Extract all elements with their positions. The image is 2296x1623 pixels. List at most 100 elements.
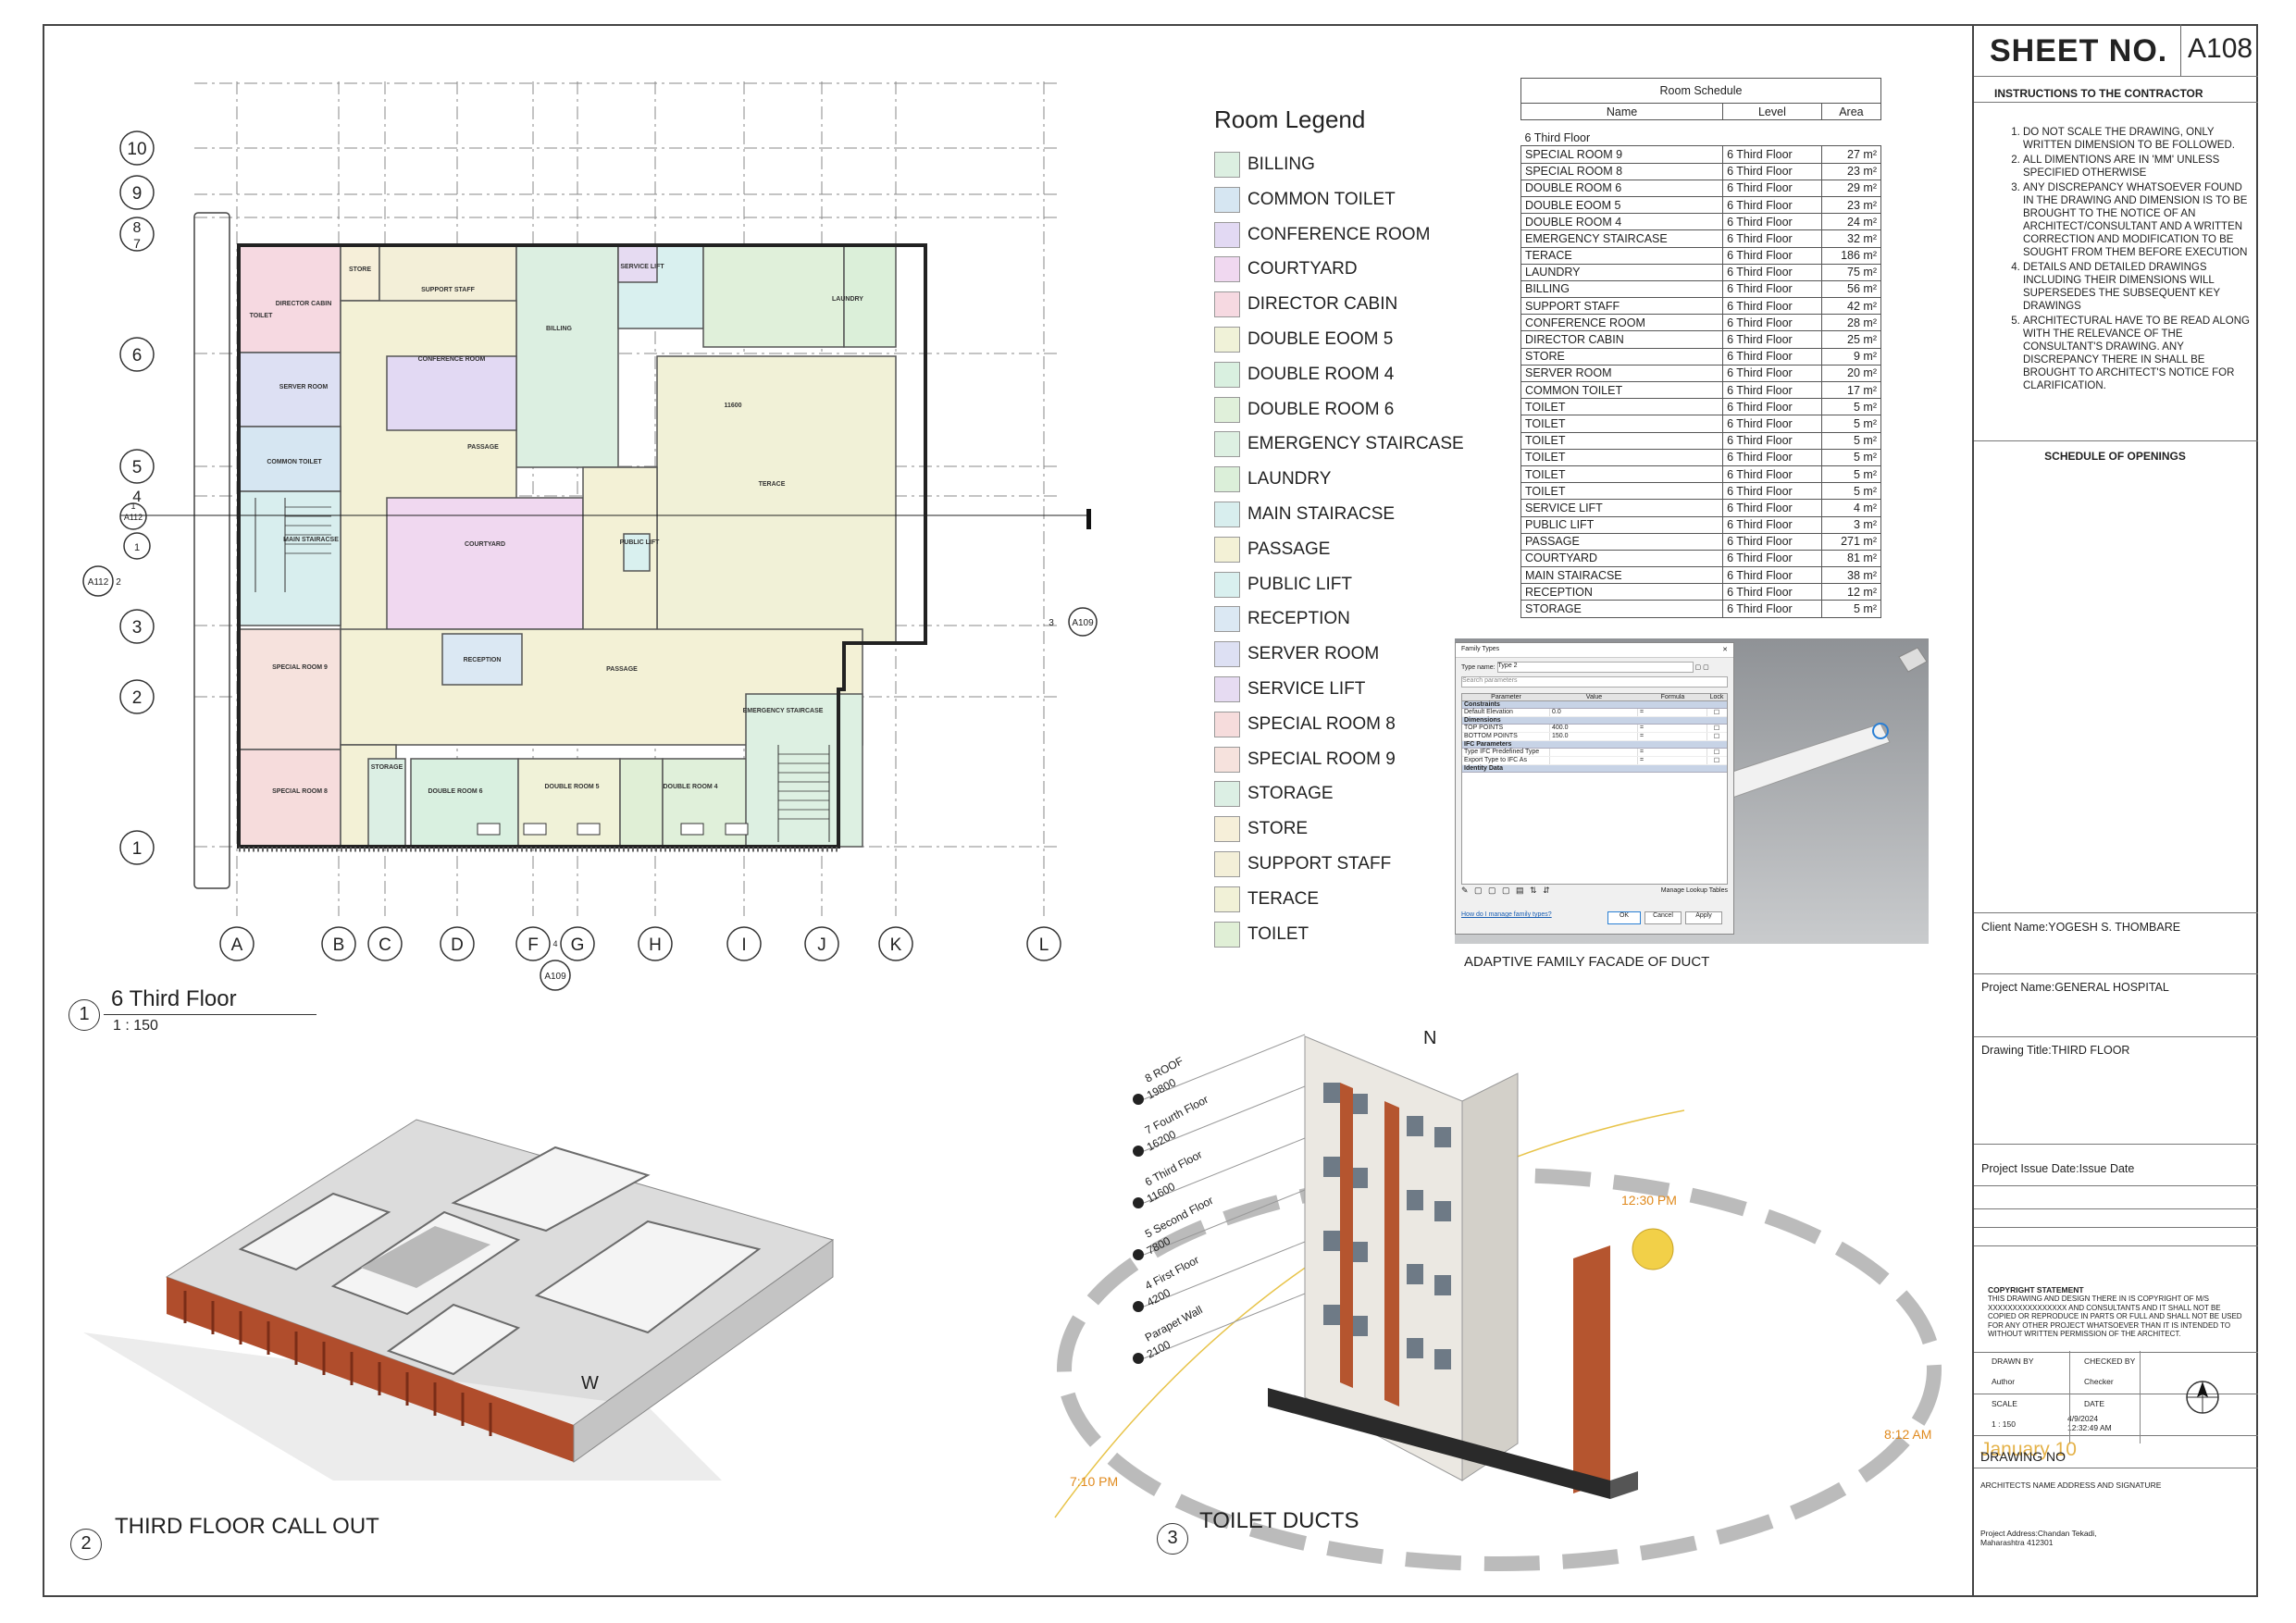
lock-checkbox[interactable]: ☐ — [1713, 734, 1720, 740]
schedule-cell-area: 5 m² — [1820, 448, 1882, 466]
grid-col-k: K — [890, 935, 902, 955]
schedule-cell-area: 4 m² — [1820, 499, 1882, 517]
legend-item: PUBLIC LIFT — [1214, 571, 1520, 600]
room-label-double6: DOUBLE ROOM 6 — [428, 788, 482, 795]
lock-checkbox[interactable]: ☐ — [1713, 758, 1720, 764]
level-name: 4 First Floor — [1143, 1253, 1201, 1292]
callout-a109[interactable]: A109 — [1072, 618, 1094, 628]
room-schedule: Room Schedule Name Level Area 6 Third Fl… — [1520, 78, 1882, 618]
schedule-cell-name: COMMON TOILET — [1520, 380, 1724, 400]
view2-title[interactable]: THIRD FLOOR CALL OUT — [115, 1514, 379, 1539]
parameter-formula[interactable]: = — [1638, 733, 1707, 740]
legend-label: SUPPORT STAFF — [1247, 854, 1392, 873]
architect-address: ARCHITECTS NAME ADDRESS AND SIGNATURE — [1980, 1481, 2162, 1490]
search-parameters-input[interactable]: Search parameters — [1461, 676, 1728, 688]
parameter-row[interactable]: Type IFC Predefined Type=☐ — [1462, 749, 1727, 757]
legend-swatch — [1214, 851, 1240, 877]
callout-a112[interactable]: A112 — [88, 577, 109, 588]
parameter-value[interactable] — [1550, 749, 1638, 756]
legend-swatch — [1214, 152, 1240, 178]
schedule-cell-level: 6 Third Floor — [1722, 532, 1822, 551]
parameter-row[interactable]: Export Type to IFC As=☐ — [1462, 757, 1727, 765]
parameter-formula[interactable]: = — [1638, 757, 1707, 764]
lock-checkbox[interactable]: ☐ — [1713, 725, 1720, 732]
callout-a112-top[interactable]: A112 — [124, 513, 143, 522]
dialog-toolbar-icons[interactable]: ✎ ▢ ▢ ▢ ▤ ⇅ ⇵ — [1461, 886, 1552, 895]
schedule-cell-name: STORAGE — [1520, 600, 1724, 618]
grid-col-c: C — [379, 935, 391, 955]
schedule-cell-name: SPECIAL ROOM 8 — [1520, 162, 1724, 180]
grid-col-i: I — [741, 935, 746, 955]
legend-label: EMERGENCY STAIRCASE — [1247, 434, 1464, 454]
legend-label: SPECIAL ROOM 9 — [1247, 749, 1396, 769]
manage-lookup-button[interactable]: Manage Lookup Tables — [1660, 887, 1728, 894]
rename-type-icon[interactable]: ▢ — [1703, 663, 1709, 671]
schedule-cell-level: 6 Third Floor — [1722, 448, 1822, 466]
legend-swatch — [1214, 711, 1240, 737]
view2-number: 2 — [70, 1529, 102, 1560]
drawing-no-label: DRAWING NO — [1980, 1449, 2066, 1464]
view1-title[interactable]: 6 Third Floor — [111, 986, 237, 1011]
lock-checkbox[interactable]: ☐ — [1713, 750, 1720, 756]
tb-divider — [1974, 1227, 2258, 1228]
parameter-value[interactable]: 400.0 — [1550, 725, 1638, 732]
parameter-group[interactable]: Dimensions — [1462, 717, 1727, 725]
sun-date-label: January 10 — [1980, 1439, 2077, 1460]
grid-header-value: Value — [1585, 694, 1603, 700]
parameter-formula[interactable]: = — [1638, 725, 1707, 732]
help-link[interactable]: How do I manage family types? — [1461, 911, 1552, 918]
schedule-cell-name: RECEPTION — [1520, 583, 1724, 601]
legend-label: SERVICE LIFT — [1247, 679, 1366, 699]
level-line — [1143, 1034, 1306, 1100]
parameter-value[interactable]: 0.0 — [1550, 709, 1638, 716]
schedule-cell-area: 17 m² — [1820, 380, 1882, 400]
lock-checkbox[interactable]: ☐ — [1713, 710, 1720, 716]
parameter-value[interactable]: 150.0 — [1550, 733, 1638, 740]
parameter-group[interactable]: IFC Parameters — [1462, 741, 1727, 749]
legend-label: TERACE — [1247, 888, 1320, 909]
new-type-icon[interactable]: ▢ — [1694, 663, 1702, 671]
schedule-cell-area: 81 m² — [1820, 549, 1882, 568]
schedule-cell-level: 6 Third Floor — [1722, 515, 1822, 534]
type-name-select[interactable]: Type 2 — [1496, 662, 1694, 673]
parameter-value[interactable] — [1550, 757, 1638, 764]
legend-item: DOUBLE EOOM 5 — [1214, 327, 1520, 354]
parameter-group[interactable]: Identity Data — [1462, 765, 1727, 773]
view3-title[interactable]: TOILET DUCTS — [1199, 1508, 1359, 1533]
schedule-cell-level: 6 Third Floor — [1722, 145, 1822, 164]
parameter-formula[interactable]: = — [1638, 709, 1707, 716]
parameter-group[interactable]: Constraints — [1462, 701, 1727, 709]
close-icon[interactable]: ✕ — [1722, 647, 1728, 653]
ok-button[interactable]: OK — [1607, 911, 1641, 924]
copyright-title: COPYRIGHT STATEMENT — [1988, 1285, 2084, 1295]
legend-swatch — [1214, 466, 1240, 493]
title-block — [1972, 24, 2258, 1597]
parameter-formula[interactable]: = — [1638, 749, 1707, 756]
cancel-button[interactable]: Cancel — [1644, 911, 1682, 924]
schedule-cell-name: TERACE — [1520, 246, 1724, 265]
schedule-cell-name: COURTYARD — [1520, 549, 1724, 568]
callout-a109-bottom-num: 4 — [552, 939, 557, 948]
schedule-of-openings-title: SCHEDULE OF OPENINGS — [2044, 450, 2186, 463]
apply-button[interactable]: Apply — [1685, 911, 1722, 924]
grid-col-l: L — [1039, 935, 1049, 955]
tb-divider — [1974, 1185, 2258, 1186]
level-line — [1143, 1293, 1306, 1359]
legend-item: CONFERENCE ROOM — [1214, 221, 1520, 250]
schedule-cell-level: 6 Third Floor — [1722, 229, 1822, 248]
legend-item: SPECIAL ROOM 8 — [1214, 711, 1520, 739]
callout-a109-bottom[interactable]: A109 — [544, 972, 566, 982]
legend-label: LAUNDRY — [1247, 469, 1332, 489]
room-label-emergency: EMERGENCY STAIRCASE — [743, 708, 824, 714]
